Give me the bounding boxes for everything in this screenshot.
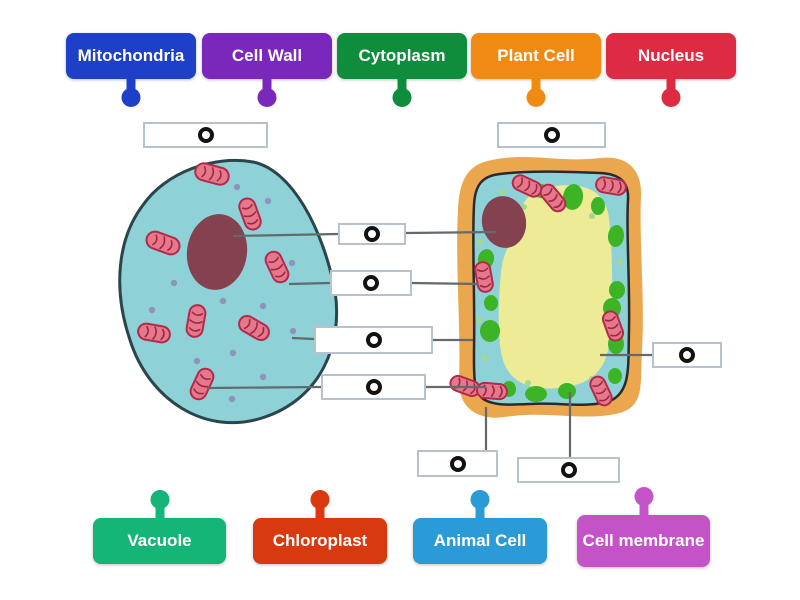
dropzone-animal-cell-title[interactable] — [143, 122, 268, 148]
label-mitochondria[interactable]: Mitochondria — [66, 33, 196, 107]
dropzone-nucleus[interactable] — [338, 223, 406, 245]
label-animal-cell[interactable]: Animal Cell — [413, 490, 547, 564]
label-text: Plant Cell — [497, 46, 575, 66]
dropzone-cell-membrane[interactable] — [314, 326, 433, 354]
plant-nucleus — [481, 196, 527, 248]
ring-icon — [679, 347, 695, 363]
label-text: Chloroplast — [272, 531, 368, 551]
dropzone-cytoplasm[interactable] — [330, 270, 412, 296]
dropzone-plant-cell-title[interactable] — [497, 122, 606, 148]
plant-vacuole — [498, 185, 613, 389]
pin-connector-icon — [150, 490, 169, 518]
ring-icon — [365, 332, 382, 348]
pin-connector-icon — [310, 490, 330, 518]
label-text: Cytoplasm — [358, 46, 446, 66]
label-text: Nucleus — [637, 46, 705, 66]
plant-cell-figure — [449, 156, 643, 418]
ring-icon — [364, 226, 380, 242]
pin-connector-icon — [470, 490, 490, 518]
pin-connector-icon — [121, 79, 141, 107]
label-nucleus[interactable]: Nucleus — [606, 33, 736, 107]
animal-cell-figure — [118, 158, 339, 424]
pin-connector-icon — [634, 487, 653, 515]
label-text: Vacuole — [127, 531, 192, 551]
ring-icon — [543, 127, 560, 143]
dropzone-cell-wall[interactable] — [417, 450, 498, 477]
ring-icon — [449, 455, 466, 472]
animal-cell-body — [118, 158, 339, 424]
ring-icon — [365, 379, 382, 395]
dropzone-mitochondria[interactable] — [321, 374, 426, 400]
label-plant-cell[interactable]: Plant Cell — [471, 33, 601, 107]
ring-icon — [363, 275, 379, 291]
animal-cytoplasm-dots — [148, 183, 297, 403]
connector-lines — [206, 230, 652, 457]
label-cell-membrane[interactable]: Cell membrane — [577, 487, 710, 567]
label-cytoplasm[interactable]: Cytoplasm — [337, 33, 467, 107]
dropzone-chloroplast[interactable] — [517, 457, 620, 483]
ring-icon — [197, 127, 214, 143]
ring-icon — [560, 462, 577, 478]
pin-connector-icon — [392, 79, 412, 107]
label-text: Animal Cell — [433, 531, 527, 551]
label-text: Cell Wall — [231, 46, 303, 66]
pin-connector-icon — [257, 79, 277, 107]
plant-mitochondria — [449, 174, 627, 407]
dropzone-vacuole[interactable] — [652, 342, 722, 368]
label-text: Cell membrane — [582, 531, 705, 551]
label-text: Mitochondria — [77, 46, 185, 66]
pin-connector-icon — [526, 79, 546, 107]
label-chloroplast[interactable]: Chloroplast — [253, 490, 387, 564]
label-cell-wall[interactable]: Cell Wall — [202, 33, 332, 107]
pin-connector-icon — [661, 79, 681, 107]
label-vacuole[interactable]: Vacuole — [93, 490, 226, 564]
animal-mitochondria — [137, 162, 290, 401]
animal-nucleus — [186, 214, 248, 290]
